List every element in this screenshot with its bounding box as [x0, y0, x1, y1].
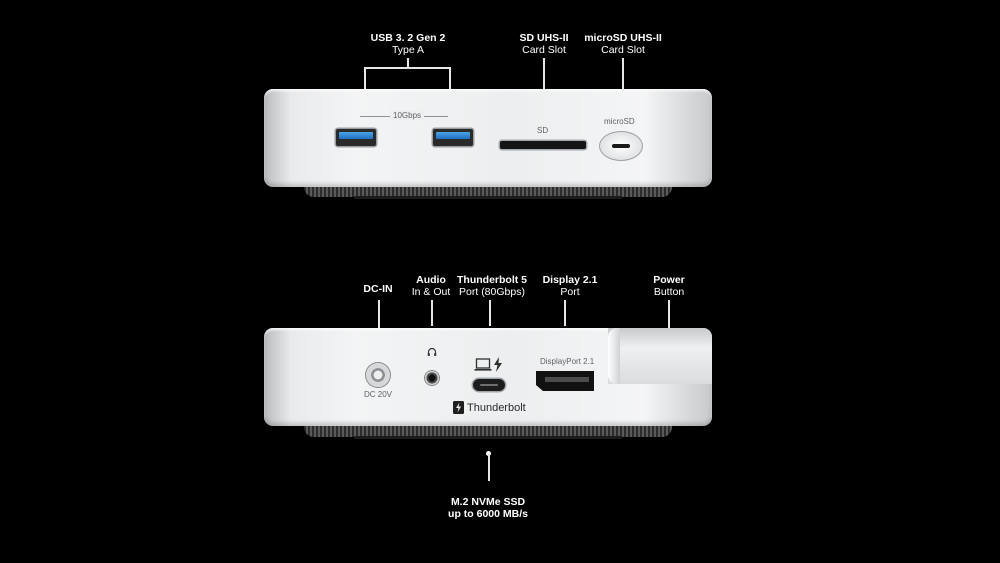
- displayport-port[interactable]: [536, 371, 594, 391]
- usb-callout-line: [407, 58, 409, 68]
- power-button[interactable]: [608, 328, 712, 384]
- power-callout-line: [668, 300, 670, 350]
- dc-in-jack[interactable]: [366, 363, 390, 387]
- usb-a-port-1[interactable]: [336, 129, 376, 146]
- headphone-icon: [427, 347, 437, 356]
- thunderbolt-5-port[interactable]: [473, 379, 505, 391]
- audio-callout-line: [431, 300, 433, 326]
- microsd-callout-line: [622, 58, 624, 106]
- usb-a-port-2[interactable]: [433, 129, 473, 146]
- ssd-callout-line: [488, 453, 490, 481]
- thunderbolt-logo-text: Thunderbolt: [467, 402, 526, 414]
- display-callout-line: [564, 300, 566, 326]
- thunderbolt-label: Thunderbolt 5 Port (80Gbps): [457, 274, 527, 298]
- sd-label: SD UHS-II Card Slot: [519, 32, 569, 56]
- top-device-front-panel: 10Gbps SD microSD: [264, 89, 712, 187]
- display-label: Display 2.1 Port: [542, 274, 598, 298]
- usb-callout-line-left: [364, 67, 366, 101]
- dc-etched-text: DC 20V: [364, 390, 393, 399]
- dcin-label: DC-IN: [363, 283, 393, 295]
- microsd-etched-text: microSD: [604, 117, 635, 126]
- dcin-callout-line: [378, 300, 380, 350]
- usb-label: USB 3. 2 Gen 2 Type A: [370, 32, 446, 56]
- thunderbolt-logo-icon: [453, 401, 464, 414]
- ssd-label: M.2 NVMe SSD up to 6000 MB/s: [448, 496, 528, 520]
- microsd-card-slot[interactable]: [599, 131, 643, 161]
- usb-callout-line-right: [449, 67, 451, 101]
- power-label: Power Button: [653, 274, 685, 298]
- usb-speed-text: 10Gbps: [390, 111, 425, 120]
- microsd-label: microSD UHS-II Card Slot: [584, 32, 662, 56]
- sd-card-slot[interactable]: [500, 141, 586, 149]
- bottom-device-vents: [304, 423, 672, 439]
- audio-label: Audio In & Out: [411, 274, 451, 298]
- displayport-etched-text: DisplayPort 2.1: [540, 357, 595, 366]
- sd-etched-text: SD: [537, 126, 549, 135]
- laptop-icon: [474, 358, 492, 371]
- audio-jack[interactable]: [425, 371, 439, 385]
- bottom-device-rear-panel: DC 20V DisplayPort 2.1 Thunderbolt: [264, 328, 712, 426]
- usb-bracket-line: [364, 67, 450, 69]
- thunderbolt-callout-line: [489, 300, 491, 326]
- lightning-icon: [494, 357, 502, 372]
